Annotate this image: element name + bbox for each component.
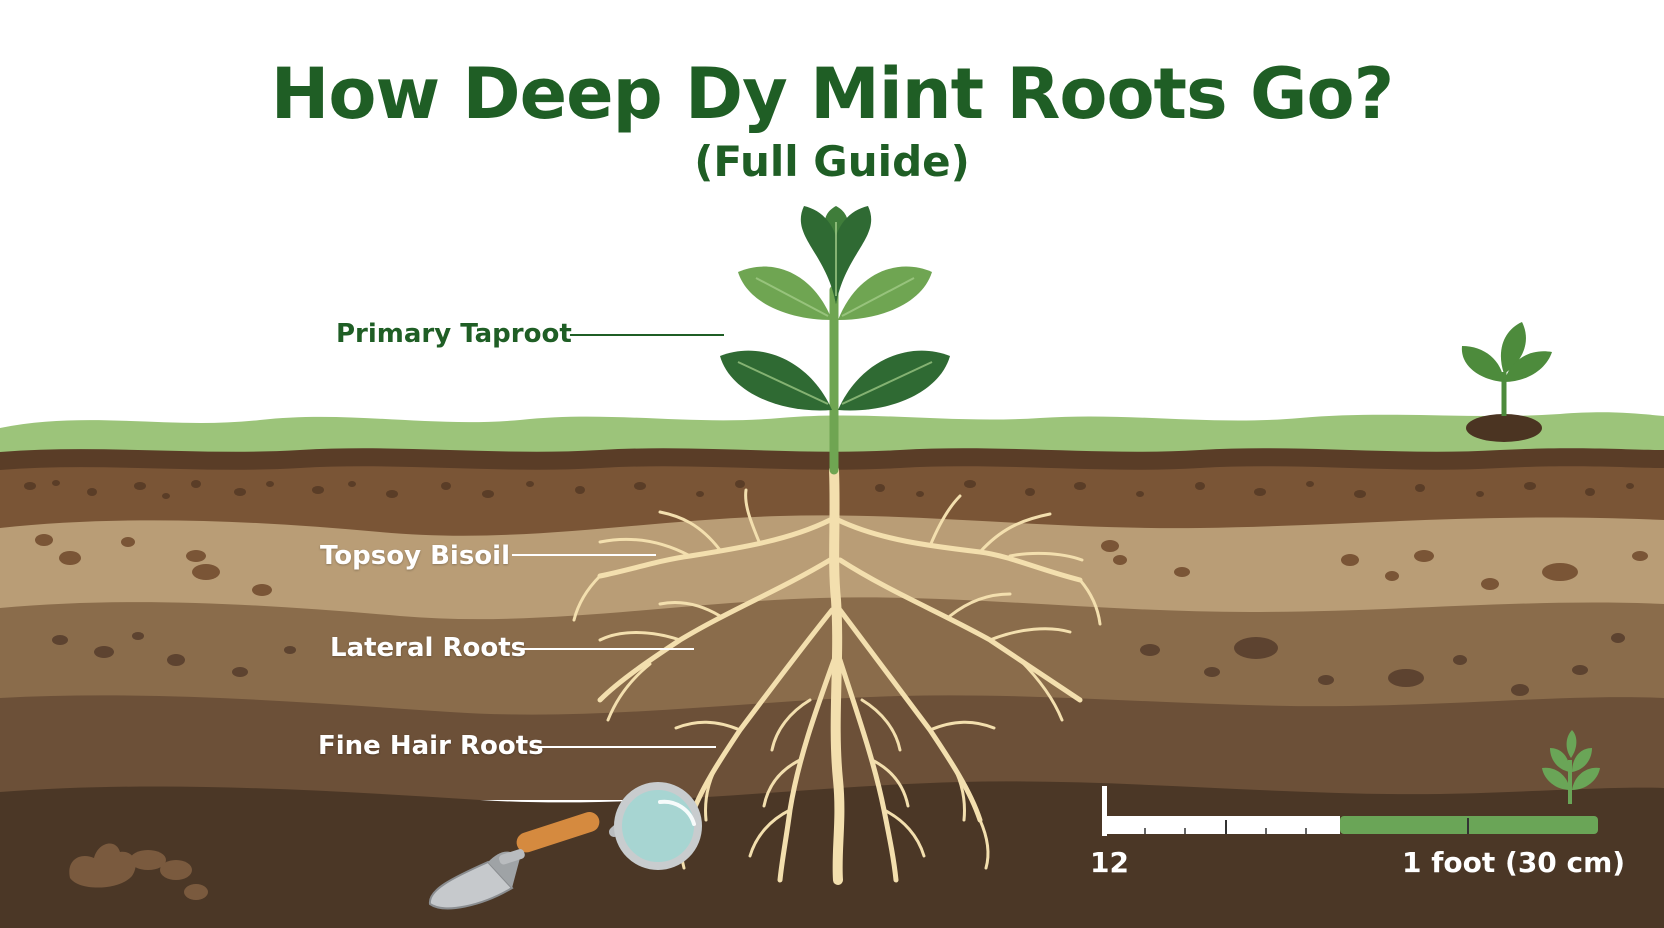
leader-primary-taproot — [570, 334, 724, 336]
label-fine-hair-roots: Fine Hair Roots — [318, 730, 544, 762]
page-subtitle: (Full Guide) — [0, 136, 1664, 188]
label-lateral-roots: Lateral Roots — [330, 632, 526, 664]
page-title: How Deep Dy Mint Roots Go? — [0, 52, 1664, 136]
primary-taproot — [834, 470, 839, 880]
label-primary-taproot: Primary Taproot — [336, 318, 572, 350]
sprout-icon — [1462, 322, 1552, 442]
scale-left-label: 12 — [1090, 846, 1129, 880]
label-topsoil: Topsoy Bisoil — [320, 540, 510, 572]
magnifying-glass-icon — [614, 786, 698, 866]
scale-right-label: 1 foot (30 cm) — [1402, 846, 1625, 880]
leader-fine-hair-roots — [532, 746, 716, 748]
leader-lateral-roots — [518, 648, 694, 650]
leader-topsoil — [512, 554, 656, 556]
